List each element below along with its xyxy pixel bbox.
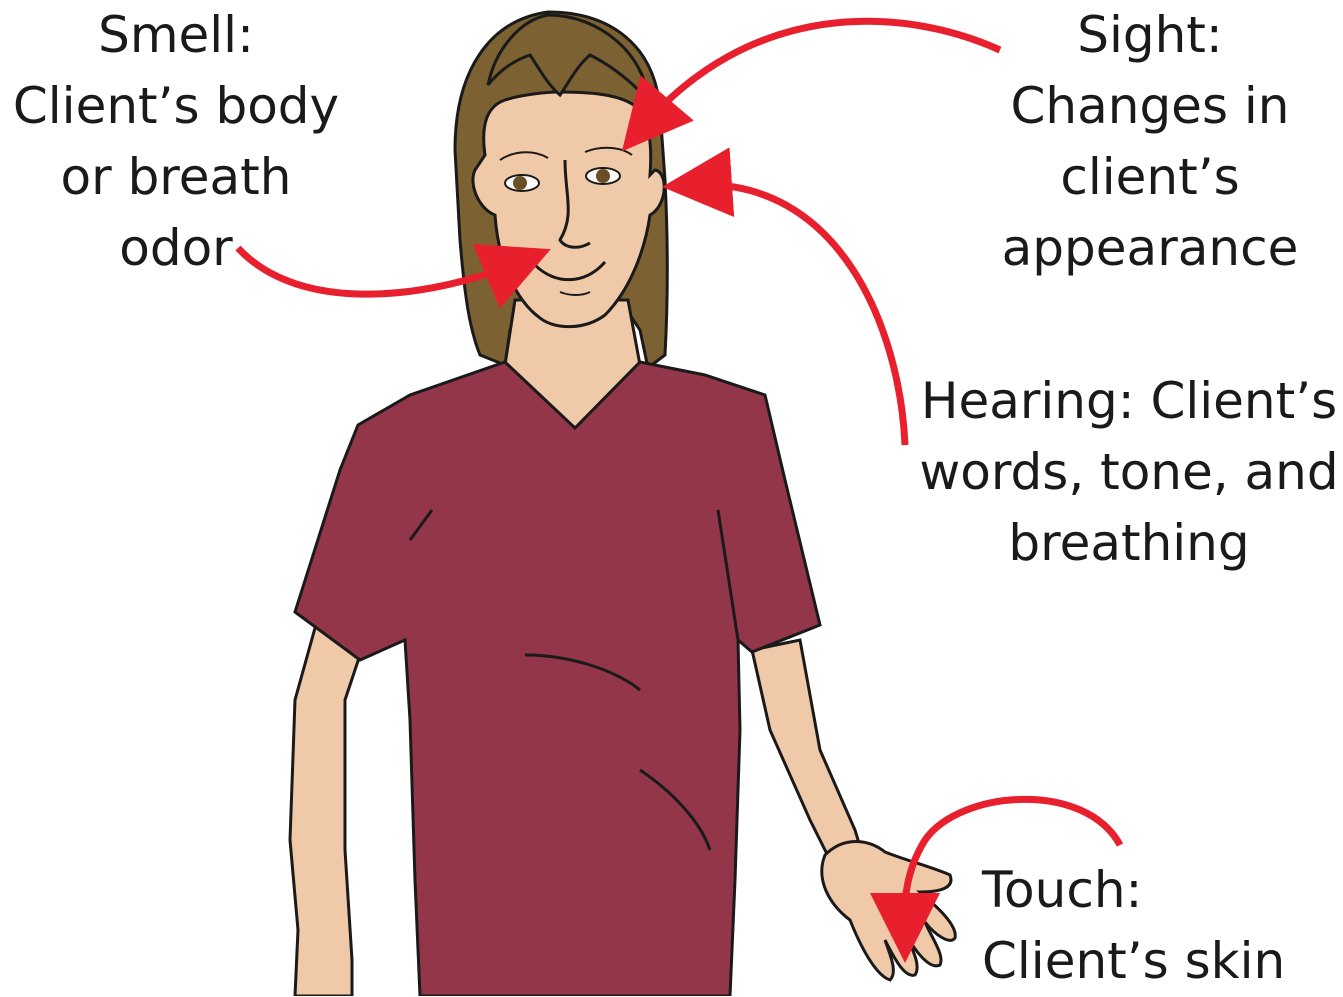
hearing-line-1: Hearing: Client’s — [915, 366, 1343, 437]
hearing-line-3: breathing — [915, 508, 1343, 579]
shirt — [295, 362, 820, 996]
smell-line-4: odor — [0, 213, 352, 284]
sight-line-2: Changes in — [990, 71, 1310, 142]
sight-label: Sight: Changes in client’s appearance — [990, 0, 1310, 284]
sight-line-3: client’s — [990, 142, 1310, 213]
hearing-line-2: words, tone, and — [915, 437, 1343, 508]
right-pupil — [596, 169, 610, 183]
sight-line-1: Sight: — [990, 0, 1310, 71]
touch-line-2: Client’s skin — [982, 926, 1343, 997]
sight-line-4: appearance — [990, 213, 1310, 284]
smell-line-2: Client’s body — [0, 71, 352, 142]
left-pupil — [513, 176, 527, 190]
smell-label: Smell: Client’s body or breath odor — [0, 0, 352, 284]
smell-line-1: Smell: — [0, 0, 352, 71]
smell-line-3: or breath — [0, 142, 352, 213]
hearing-label: Hearing: Client’s words, tone, and breat… — [915, 366, 1343, 579]
right-hand — [822, 841, 955, 980]
sight-arrow — [640, 21, 1000, 130]
left-arm — [290, 610, 360, 996]
touch-label: Touch: Client’s skin — [982, 855, 1343, 997]
touch-line-1: Touch: — [982, 855, 1343, 926]
